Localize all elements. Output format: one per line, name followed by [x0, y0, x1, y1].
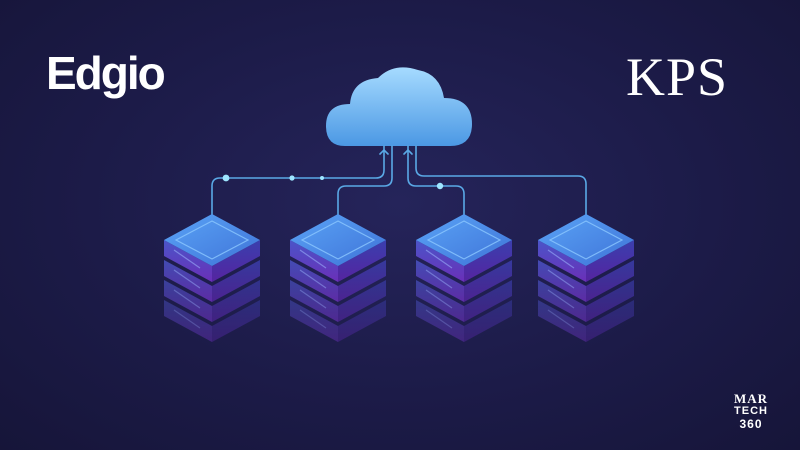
- network-connectors: [211, 145, 587, 241]
- server-layer-left: [164, 300, 212, 342]
- server-slot-line: [425, 269, 453, 289]
- server-layer-left: [164, 280, 212, 322]
- server-layer-left: [416, 300, 464, 342]
- server-layer-right: [586, 240, 634, 282]
- edgio-logo: Edgio: [46, 47, 166, 99]
- server-layer-left: [164, 260, 212, 302]
- cloud-icon: [326, 67, 472, 146]
- server-slot-line: [173, 269, 201, 289]
- server-slot-line: [425, 249, 453, 269]
- server-layer-left: [538, 280, 586, 322]
- server-layer-left: [538, 240, 586, 282]
- martech360-logo-line3: 360: [739, 417, 763, 431]
- server-stack-icon: [538, 214, 634, 342]
- server-layer-right: [464, 280, 512, 322]
- server-slot-line: [547, 269, 575, 289]
- server-slot-line: [299, 309, 327, 329]
- server-stack-icon: [416, 214, 512, 342]
- martech360-logo-line2: TECH: [734, 405, 768, 417]
- server-top-panel: [174, 220, 250, 260]
- server-layer-right: [338, 280, 386, 322]
- server-layer-right: [464, 300, 512, 342]
- martech360-logo-line1: MAR: [733, 391, 769, 406]
- server-top-panel: [300, 220, 376, 260]
- server-layer-right: [586, 280, 634, 322]
- server-layer-right: [212, 260, 260, 302]
- server-layer-right: [212, 240, 260, 282]
- martech360-logo: MAR TECH 360: [728, 392, 774, 430]
- server-slot-line: [547, 289, 575, 309]
- kps-logo: KPS: [626, 47, 729, 107]
- server-layer-left: [164, 240, 212, 282]
- server-layer-left: [290, 240, 338, 282]
- server-top-panel: [548, 220, 624, 260]
- server-layer-left: [290, 260, 338, 302]
- server-slot-line: [173, 249, 201, 269]
- server-slot-line: [547, 249, 575, 269]
- server-slot-line: [299, 249, 327, 269]
- server-top-face: [290, 214, 386, 266]
- server-slot-line: [425, 309, 453, 329]
- server-layer-right: [212, 280, 260, 322]
- server-layer-left: [290, 280, 338, 322]
- server-slot-line: [547, 309, 575, 329]
- server-layer-left: [538, 260, 586, 302]
- server-layer-left: [538, 300, 586, 342]
- server-stack-icon: [164, 214, 260, 342]
- server-top-face: [416, 214, 512, 266]
- server-layer-left: [416, 280, 464, 322]
- server-layer-right: [338, 300, 386, 342]
- server-slot-line: [173, 289, 201, 309]
- server-top-panel: [426, 220, 502, 260]
- server-slot-line: [173, 309, 201, 329]
- server-stack-icon: [290, 214, 386, 342]
- server-layer-right: [464, 260, 512, 302]
- server-top-face: [164, 214, 260, 266]
- server-layer-right: [338, 260, 386, 302]
- server-layer-right: [586, 300, 634, 342]
- server-layer-left: [290, 300, 338, 342]
- server-layer-right: [586, 260, 634, 302]
- server-top-face: [538, 214, 634, 266]
- server-layer-right: [464, 240, 512, 282]
- server-slot-line: [425, 289, 453, 309]
- server-layer-right: [338, 240, 386, 282]
- server-slot-line: [299, 269, 327, 289]
- server-slot-line: [299, 289, 327, 309]
- server-layer-left: [416, 260, 464, 302]
- server-layer-right: [212, 300, 260, 342]
- server-layer-left: [416, 240, 464, 282]
